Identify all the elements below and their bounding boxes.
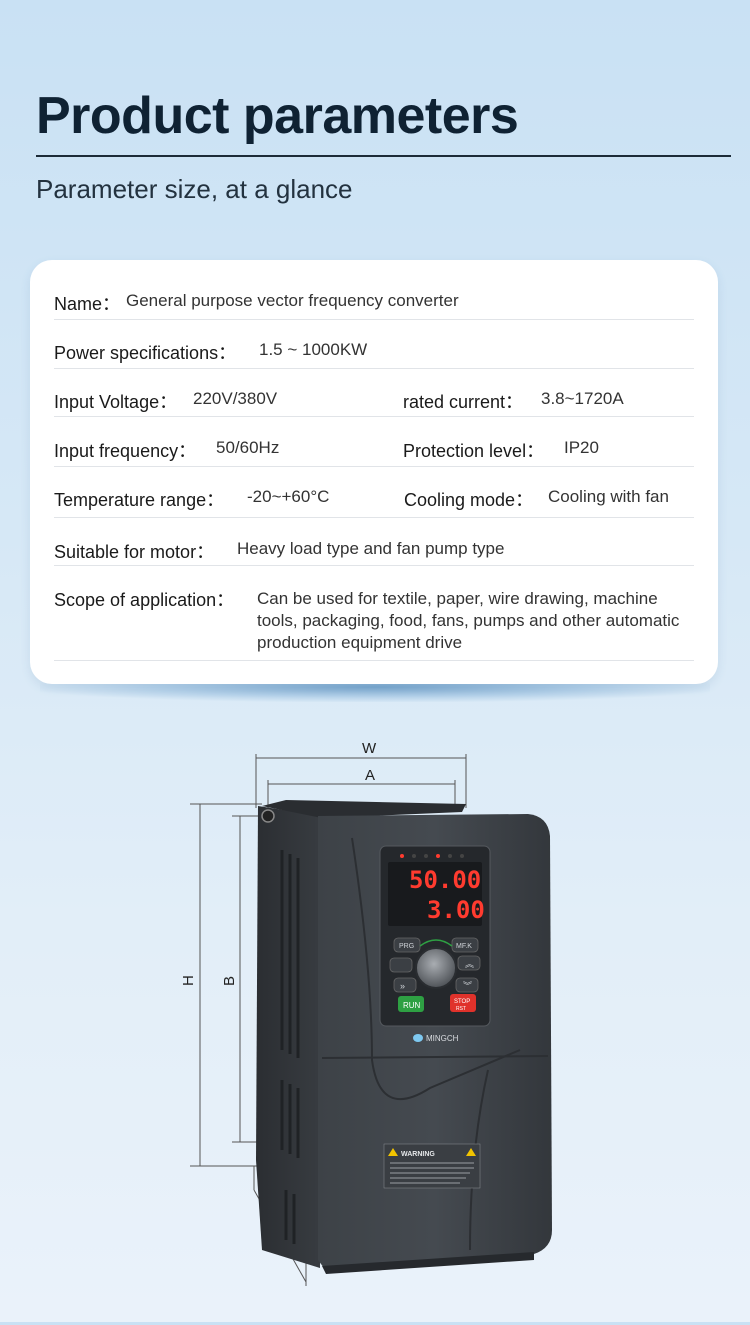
shift-button[interactable] [393,977,417,993]
param-row-frequency-protection: Input frequency： 50/60Hz Protection leve… [54,437,694,467]
brand-name: MINGCH [426,1034,459,1043]
stop-button-sublabel: RST [456,1006,466,1012]
up-button[interactable] [457,955,481,971]
protection-label: Protection level： [403,441,545,461]
dimension-a-label: A [365,767,375,784]
warning-title: WARNING [401,1151,435,1158]
mounting-hole [261,809,275,823]
name-label: Name： [54,294,121,314]
scope-value: Can be used for textile, paper, wire dra… [257,589,680,652]
display-top-value: 50.00 [409,866,481,894]
page-subtitle: Parameter size, at a glance [36,174,353,204]
param-row-motor: Suitable for motor： Heavy load type and … [54,538,694,566]
product-figure: W A H B D [0,720,750,1320]
brand-logo-icon [413,1034,423,1042]
page-title: Product parameters [36,87,519,145]
front-contour [351,837,521,1101]
run-button-label: RUN [403,1001,421,1010]
current-label: rated current： [403,392,524,412]
display-bottom-value: 3.00 [427,896,485,924]
prg-button[interactable] [393,937,421,953]
frequency-value: 50/60Hz [216,438,280,457]
left-button[interactable] [389,957,413,973]
up-arrow-icon: ︽ [465,959,474,969]
shift-arrow-icon: » [400,981,405,991]
control-knob[interactable] [415,947,457,989]
warning-label [383,1143,481,1189]
temperature-value: -20~+60°C [247,487,330,506]
dimension-b-label: B [221,976,238,986]
warning-triangle-icon-right [466,1148,476,1156]
indicator-leds [400,854,464,858]
mfk-button-label: MF.K [456,943,472,950]
current-value: 3.8~1720A [541,389,624,408]
device-top [262,800,466,818]
param-row-voltage-current: Input Voltage： 220V/380V rated current： … [54,388,694,417]
dimension-w-label: W [362,740,377,757]
mfk-button[interactable] [451,937,479,953]
side-vents [280,850,300,1244]
body-split-line [321,1055,549,1059]
knob-arc-indicator [419,939,453,947]
down-arrow-icon: ︾ [463,981,472,991]
cooling-value: Cooling with fan [548,487,669,506]
device-front [318,814,552,1268]
prg-button-label: PRG [399,943,414,950]
led-display [388,862,482,926]
param-row-temperature-cooling: Temperature range： -20~+60°C Cooling mod… [54,486,694,518]
param-row-name: Name： General purpose vector frequency c… [54,290,694,320]
frequency-converter-illustration: W A H B D [180,740,552,1286]
device-base [322,1252,534,1274]
name-value: General purpose vector frequency convert… [126,291,459,310]
power-value: 1.5 ~ 1000KW [259,340,368,359]
scope-label: Scope of application： [54,590,235,610]
warning-triangle-icon [388,1148,398,1156]
dimension-h-label: H [180,975,197,986]
cooling-label: Cooling mode： [404,490,534,510]
temperature-label: Temperature range： [54,490,225,510]
frequency-label: Input frequency： [54,441,197,461]
stop-button-label: STOP [454,999,470,1005]
power-label: Power specifications： [54,343,237,363]
title-divider [36,155,731,157]
protection-value: IP20 [564,438,599,457]
warning-text-lines [390,1162,474,1184]
param-row-power: Power specifications： 1.5 ~ 1000KW [54,339,694,369]
stop-button[interactable] [450,994,476,1012]
param-row-scope: Scope of application： Can be used for te… [54,586,694,661]
motor-value: Heavy load type and fan pump type [237,539,505,558]
parameters-card: Name： General purpose vector frequency c… [30,260,718,684]
down-button[interactable] [455,977,479,993]
run-button[interactable] [398,996,424,1012]
motor-label: Suitable for motor： [54,542,215,562]
voltage-value: 220V/380V [193,389,278,408]
voltage-label: Input Voltage： [54,392,178,412]
